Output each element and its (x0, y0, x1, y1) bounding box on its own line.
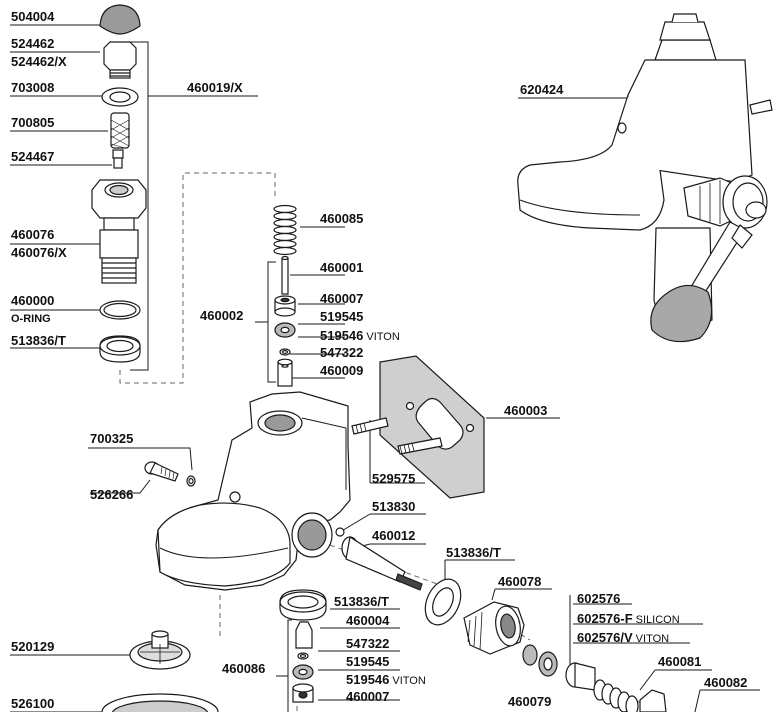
spring-460081 (593, 679, 639, 712)
washer-519545-b (292, 664, 314, 680)
label-460076: 460076 (11, 227, 55, 242)
washer-519545 (274, 322, 296, 338)
label-viton-top: VITON (366, 331, 400, 343)
label-504004: 504004 (11, 9, 55, 24)
label-526100: 526100 (11, 696, 55, 711)
oring-547322 (279, 348, 291, 356)
label-460012: 460012 (372, 528, 416, 543)
label-460002: 460002 (200, 308, 244, 323)
label-602576: 602576 (577, 591, 621, 606)
bolt-526266 (144, 461, 179, 482)
gasket-513836t-bottom (279, 589, 327, 621)
washer-703008 (101, 87, 139, 107)
fitting-460078 (463, 601, 525, 655)
body-460076 (91, 179, 147, 284)
label-529575: 529575 (372, 471, 416, 486)
shower-holder-520129 (129, 630, 191, 670)
label-viton-right: VITON (635, 633, 670, 645)
filter-700805 (110, 112, 130, 149)
label-547322-bottom: 547322 (346, 636, 390, 651)
label-547322-top: 547322 (320, 345, 364, 360)
main-body (155, 391, 351, 591)
label-460081: 460081 (658, 654, 702, 669)
label-460078: 460078 (498, 574, 542, 589)
label-460086: 460086 (222, 661, 266, 676)
gasket-513836t-top (99, 335, 141, 363)
label-silicon: SILICON (635, 614, 680, 626)
label-460079: 460079 (508, 694, 552, 709)
stud-529575 (351, 417, 443, 455)
label-460076x: 460076/X (11, 245, 67, 260)
label-513836t-top: 513836/T (11, 333, 66, 348)
label-460082: 460082 (704, 675, 748, 690)
label-524467: 524467 (11, 149, 55, 164)
seat-460007-b (292, 683, 314, 703)
sleeve-460004 (295, 621, 313, 649)
label-524462x: 524462/X (11, 54, 67, 69)
pin-460001 (281, 255, 289, 295)
label-513830: 513830 (372, 499, 416, 514)
shower-screen-526100 (101, 693, 219, 712)
nut-460082 (639, 689, 667, 712)
sleeve-460009 (277, 358, 293, 387)
label-519545-top: 519545 (320, 309, 364, 324)
label-460001: 460001 (320, 260, 364, 275)
gasket-513836t-right (424, 578, 462, 626)
label-460003: 460003 (504, 403, 548, 418)
label-460019x: 460019/X (187, 80, 243, 95)
screw-513830 (335, 527, 345, 537)
label-620424: 620424 (520, 82, 564, 97)
pin-460012 (341, 536, 423, 591)
label-519545-bottom: 519545 (346, 654, 390, 669)
label-526266: 526266 (90, 487, 134, 502)
label-513836t-bottom: 513836/T (334, 594, 389, 609)
label-703008: 703008 (11, 80, 55, 95)
label-700805: 700805 (11, 115, 55, 130)
label-460004: 460004 (346, 613, 390, 628)
seat-460007 (274, 295, 296, 317)
label-460000: 460000 (11, 293, 55, 308)
pin-460079 (565, 662, 596, 691)
label-viton-bottom: VITON (392, 675, 426, 687)
screw-524467 (112, 149, 124, 169)
label-524462: 524462 (11, 36, 55, 51)
label-700325: 700325 (90, 431, 134, 446)
oring-547322-b (297, 652, 309, 660)
nut-524462 (103, 41, 137, 79)
label-460085: 460085 (320, 211, 364, 226)
label-460007-bottom: 460007 (346, 689, 390, 704)
label-513836t-right: 513836/T (446, 545, 501, 560)
label-460009: 460009 (320, 363, 364, 378)
gaskets-602576 (522, 644, 558, 677)
label-oring: O-RING (11, 313, 51, 325)
spring-460085 (273, 204, 297, 256)
oring-460000 (99, 300, 141, 320)
assembled-group-620424 (517, 13, 773, 343)
plate-460003 (379, 355, 485, 499)
label-520129: 520129 (11, 639, 55, 654)
label-460007-top: 460007 (320, 291, 364, 306)
washer-700325 (186, 475, 196, 487)
cap-504004 (99, 4, 141, 35)
